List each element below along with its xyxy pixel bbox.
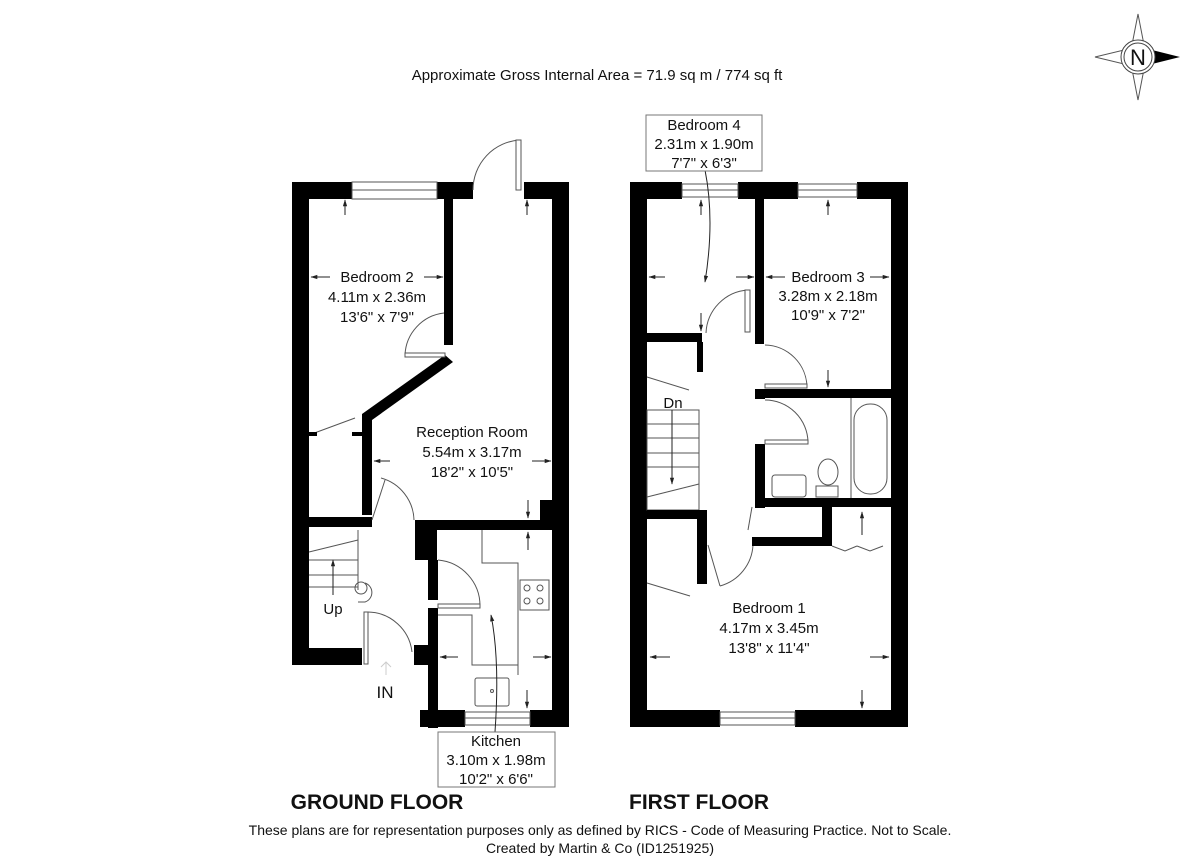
compass-n-label: N: [1130, 45, 1146, 70]
disclaimer-text: These plans are for representation purpo…: [249, 822, 952, 838]
svg-text:Bedroom 4: Bedroom 4: [667, 117, 740, 134]
ground-floor-title: GROUND FLOOR: [291, 791, 464, 814]
svg-text:Reception Room: Reception Room: [416, 424, 528, 441]
room-label-bedroom4: Bedroom 4 2.31m x 1.90m 7'7" x 6'3": [645, 114, 763, 172]
svg-text:Bedroom 2: Bedroom 2: [340, 269, 413, 286]
svg-text:4.11m x 2.36m: 4.11m x 2.36m: [328, 289, 426, 306]
room-label-bedroom3: Bedroom 3 3.28m x 2.18m 10'9" x 7'2": [778, 269, 877, 324]
svg-text:3.28m x 2.18m: 3.28m x 2.18m: [778, 288, 877, 305]
room-label-kitchen: Kitchen 3.10m x 1.98m 10'2" x 6'6": [437, 731, 556, 788]
north-compass-icon: N: [1094, 13, 1180, 101]
gross-area-text: Approximate Gross Internal Area = 71.9 s…: [412, 67, 783, 84]
ground-floor-plan: Up IN Bedroom 2 4.11m x 2.36m: [292, 139, 569, 788]
first-floor-plan: Dn: [630, 114, 908, 727]
svg-text:10'2" x 6'6": 10'2" x 6'6": [459, 771, 533, 788]
svg-text:13'6" x 7'9": 13'6" x 7'9": [340, 309, 414, 326]
svg-text:Bedroom 1: Bedroom 1: [732, 600, 805, 617]
svg-text:Bedroom 3: Bedroom 3: [791, 269, 864, 286]
credit-text: Created by Martin & Co (ID1251925): [486, 840, 714, 856]
svg-text:5.54m x 3.17m: 5.54m x 3.17m: [422, 444, 521, 461]
stairs-up-label: Up: [323, 601, 342, 618]
svg-text:3.10m x 1.98m: 3.10m x 1.98m: [446, 752, 545, 769]
first-floor-title: FIRST FLOOR: [629, 791, 769, 814]
room-label-reception: Reception Room 5.54m x 3.17m 18'2" x 10'…: [416, 424, 528, 481]
entrance-label: IN: [377, 683, 394, 702]
stairs-down-label: Dn: [663, 395, 682, 412]
svg-text:13'8" x 11'4": 13'8" x 11'4": [728, 640, 809, 657]
room-label-bedroom1: Bedroom 1 4.17m x 3.45m 13'8" x 11'4": [719, 600, 818, 657]
svg-text:10'9" x 7'2": 10'9" x 7'2": [791, 307, 865, 324]
svg-text:4.17m x 3.45m: 4.17m x 3.45m: [719, 620, 818, 637]
svg-text:Kitchen: Kitchen: [471, 733, 521, 750]
svg-text:2.31m x 1.90m: 2.31m x 1.90m: [654, 136, 753, 153]
svg-text:7'7" x 6'3": 7'7" x 6'3": [671, 155, 737, 172]
room-label-bedroom2: Bedroom 2 4.11m x 2.36m 13'6" x 7'9": [328, 269, 426, 326]
svg-text:18'2" x 10'5": 18'2" x 10'5": [431, 464, 513, 481]
